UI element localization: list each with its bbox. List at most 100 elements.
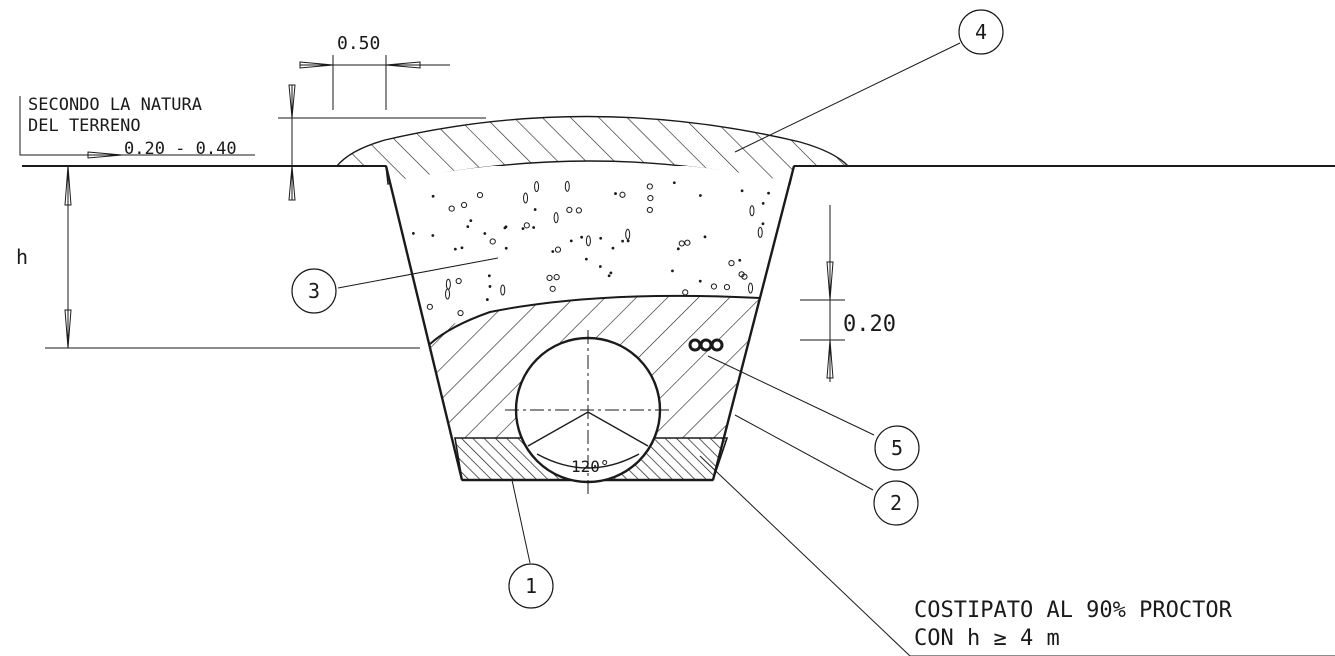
- natura-line2: DEL TERRENO: [28, 116, 141, 136]
- pipe: [505, 330, 670, 495]
- aggregate-mark: [448, 205, 455, 212]
- aggregate-mark: [761, 201, 765, 205]
- note-line1: COSTIPATO AL 90% PROCTOR: [914, 598, 1233, 623]
- aggregate-mark: [460, 246, 464, 250]
- aggregate-mark: [749, 205, 755, 217]
- aggregate-mark: [431, 194, 435, 198]
- aggregate-mark: [699, 194, 702, 197]
- aggregate-mark: [646, 206, 653, 214]
- dotted-fill-layer: [386, 166, 794, 344]
- natura-annotation: [19, 96, 255, 159]
- aggregate-mark: [580, 235, 584, 239]
- aggregate-mark: [426, 303, 433, 310]
- h-label: h: [16, 245, 28, 269]
- aggregate-mark: [476, 192, 484, 199]
- aggregate-mark: [500, 284, 506, 296]
- aggregate-mark: [611, 246, 615, 250]
- note-line2: CON h ≥ 4 m: [914, 626, 1060, 651]
- aggregate-mark: [445, 278, 451, 290]
- aggregate-mark: [757, 226, 763, 238]
- aggregate-mark: [469, 219, 473, 223]
- aggregate-mark: [761, 222, 765, 226]
- aggregate-mark: [551, 250, 555, 253]
- callout-2: 2: [873, 480, 919, 526]
- aggregate-mark: [523, 192, 529, 204]
- aggregate-mark: [553, 212, 559, 224]
- aggregate-mark: [609, 271, 613, 275]
- dotted-fill-marks: [411, 180, 770, 317]
- aggregate-mark: [553, 274, 560, 281]
- aggregate-mark: [503, 226, 507, 230]
- aggregate-mark: [521, 227, 525, 231]
- cable-conduits: [688, 338, 724, 352]
- aggregate-mark: [723, 284, 731, 291]
- aggregate-mark: [584, 257, 588, 261]
- aggregate-mark: [534, 181, 540, 193]
- callout-5: 5: [874, 425, 920, 471]
- aggregate-mark: [483, 232, 487, 235]
- svg-text:5: 5: [891, 436, 903, 460]
- aggregate-mark: [671, 269, 674, 273]
- aggregate-mark: [575, 207, 582, 214]
- natura-range: 0.20 - 0.40: [124, 139, 237, 159]
- aggregate-mark: [532, 226, 536, 229]
- aggregate-mark: [614, 192, 617, 195]
- angle-label: 120°: [571, 457, 610, 476]
- callout-3: 3: [291, 268, 337, 314]
- dim-right-label: 0.20: [843, 312, 896, 337]
- aggregate-mark: [619, 191, 626, 198]
- aggregate-mark: [607, 274, 611, 278]
- aggregate-mark: [460, 201, 468, 209]
- aggregate-mark: [767, 191, 770, 195]
- callout-1: 1: [508, 563, 554, 609]
- aggregate-mark: [738, 258, 742, 262]
- natura-line1: SECONDO LA NATURA: [28, 95, 202, 115]
- aggregate-mark: [599, 236, 603, 240]
- aggregate-mark: [682, 289, 689, 296]
- aggregate-mark: [411, 231, 415, 235]
- dim-h: [45, 165, 420, 349]
- aggregate-mark: [487, 274, 491, 278]
- aggregate-mark: [488, 285, 492, 288]
- svg-text:3: 3: [308, 279, 320, 303]
- aggregate-mark: [523, 222, 530, 229]
- aggregate-mark: [710, 283, 718, 290]
- aggregate-mark: [647, 195, 654, 202]
- aggregate-mark: [748, 282, 754, 294]
- aggregate-mark: [741, 273, 748, 280]
- aggregate-mark: [489, 238, 496, 245]
- callout-leaders: [337, 42, 1335, 656]
- aggregate-mark: [455, 277, 462, 285]
- aggregate-mark: [585, 235, 591, 247]
- aggregate-mark: [625, 228, 631, 240]
- dim-right-020: [800, 205, 845, 382]
- aggregate-mark: [533, 208, 537, 211]
- aggregate-mark: [485, 298, 489, 301]
- aggregate-mark: [598, 265, 602, 268]
- aggregate-mark: [626, 239, 630, 243]
- svg-text:1: 1: [525, 574, 537, 598]
- aggregate-mark: [453, 247, 457, 251]
- aggregate-mark: [728, 260, 735, 267]
- aggregate-mark: [564, 180, 570, 192]
- aggregate-mark: [566, 206, 573, 213]
- callout-4: 4: [958, 9, 1004, 55]
- aggregate-mark: [554, 246, 562, 253]
- aggregate-mark: [431, 234, 435, 237]
- dim-top-050: [278, 55, 486, 201]
- aggregate-mark: [740, 189, 744, 193]
- aggregate-mark: [703, 235, 707, 239]
- aggregate-mark: [646, 183, 653, 190]
- aggregate-mark: [457, 309, 464, 317]
- aggregate-mark: [549, 285, 556, 292]
- aggregate-mark: [546, 274, 553, 281]
- aggregate-mark: [698, 279, 702, 283]
- aggregate-mark: [466, 225, 470, 229]
- aggregate-mark: [672, 181, 676, 185]
- aggregate-mark: [676, 247, 680, 251]
- dim-top-label: 0.50: [337, 33, 380, 54]
- svg-text:2: 2: [890, 491, 902, 515]
- svg-text:4: 4: [975, 20, 987, 44]
- aggregate-mark: [621, 239, 624, 243]
